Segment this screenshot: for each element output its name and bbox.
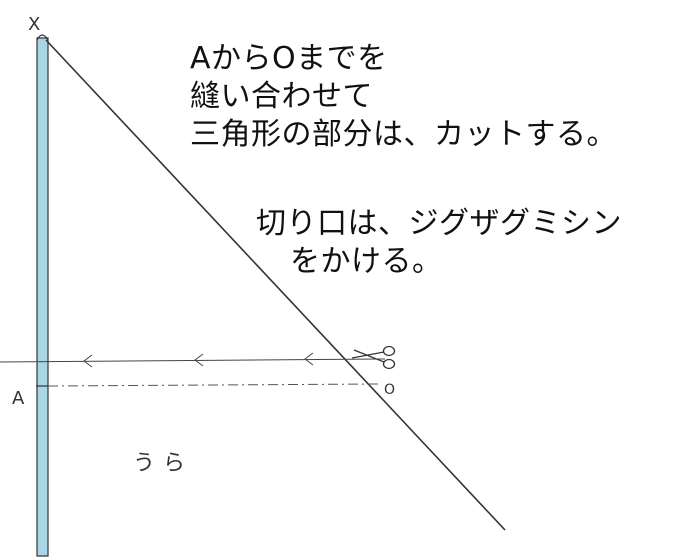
instruction-line: 三角形の部分は、カットする。: [190, 117, 617, 152]
instruction-line: AからOまでを: [190, 41, 388, 76]
sewing-line: [47, 383, 379, 387]
diagonal-edge: [45, 39, 506, 531]
instruction-block-2: 切り口は、ジグザグミシン をかける。: [256, 205, 622, 281]
instruction-line: をかける。: [290, 244, 443, 279]
instruction-block-1: AからOまでを 縫い合わせて 三角形の部分は、カットする。: [190, 40, 617, 154]
label-o: O: [384, 382, 395, 398]
cut-arrow-3: [304, 352, 314, 366]
cut-line: [0, 358, 386, 363]
scissors-icon: [351, 345, 396, 370]
label-reverse-side: うら: [133, 451, 193, 476]
fold-strip: [36, 37, 49, 557]
strip-top-cap: [36, 34, 49, 41]
label-a: A: [12, 388, 25, 409]
label-x: X: [28, 14, 40, 35]
cut-arrow-2: [194, 353, 204, 367]
instruction-line: 縫い合わせて: [190, 79, 373, 114]
instruction-line: 切り口は、ジグザグミシン: [256, 206, 622, 241]
cut-arrow-1: [83, 354, 93, 368]
